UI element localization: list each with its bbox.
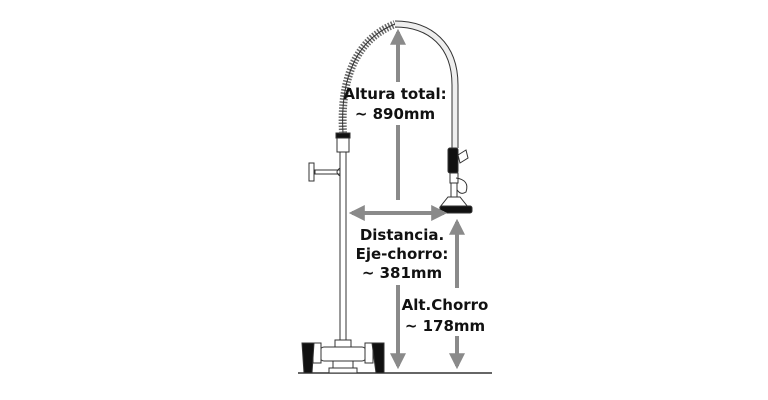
spray-head <box>439 205 473 214</box>
axis-distance-value: ~ 381mm <box>362 264 442 282</box>
spray-height-label: Alt.Chorro <box>402 296 489 314</box>
pre-rinse-faucet <box>301 20 473 374</box>
total-height-value: ~ 890mm <box>355 105 435 123</box>
spray-height-value: ~ 178mm <box>405 317 485 335</box>
axis-distance-label-2: Eje-chorro: <box>356 245 449 263</box>
dimension-arrows <box>348 28 465 370</box>
total-height-label: Altura total: <box>343 85 446 103</box>
axis-distance-label-1: Distancia. <box>360 226 444 244</box>
